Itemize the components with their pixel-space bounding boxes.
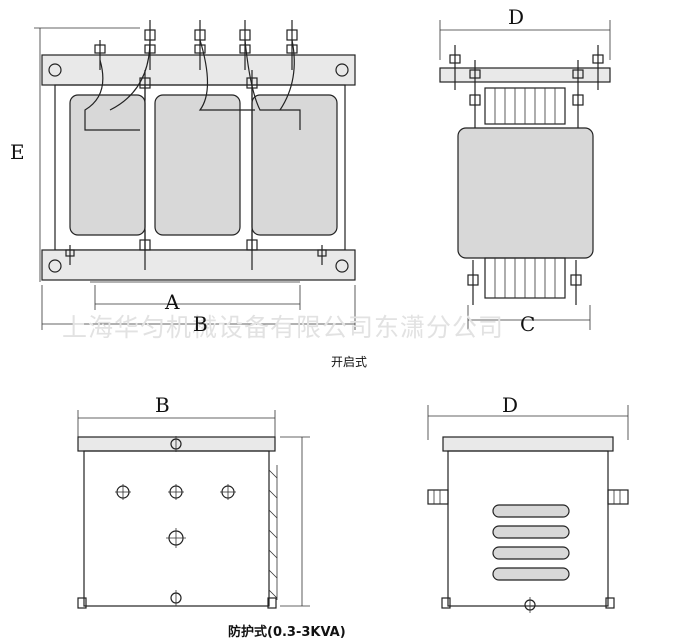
- terminal-bolt: [246, 70, 258, 100]
- terminal-bolt: [246, 230, 258, 270]
- terminal-bolt: [239, 20, 251, 70]
- open-type-front-view: [34, 20, 356, 330]
- coil-left: [69, 94, 146, 236]
- terminal-bolt: [570, 260, 582, 305]
- mount-hole: [335, 259, 349, 273]
- caption-open-type: 开启式: [331, 355, 368, 369]
- side-nut: [607, 489, 629, 505]
- protected-type-side-view: [427, 405, 629, 613]
- terminal-bolt: [65, 245, 75, 265]
- foot: [605, 597, 615, 609]
- dim-label-c: C: [520, 312, 536, 336]
- caption-protected-type: 防护式(0.3-3KVA): [228, 625, 346, 640]
- bottom-clamp-bar: [41, 249, 356, 281]
- terminal-bolt: [469, 60, 481, 130]
- terminal-bolt: [467, 260, 479, 305]
- terminal-bolt: [317, 245, 327, 265]
- wire: [279, 39, 295, 111]
- terminal-bolt: [449, 45, 461, 90]
- dim-label-d-top: D: [508, 5, 525, 29]
- wire: [84, 59, 140, 131]
- vent-louver: [492, 504, 570, 518]
- coil-body: [457, 127, 594, 259]
- dim-label-d-bottom: D: [502, 393, 519, 417]
- terminal-bolt: [194, 20, 206, 70]
- cabinet-body: [447, 450, 609, 607]
- cover-top: [442, 436, 614, 452]
- top-clamp-bar: [439, 67, 611, 83]
- terminal-bolt: [168, 484, 184, 500]
- vent-louver: [492, 567, 570, 581]
- protected-type-front-view: [77, 410, 310, 609]
- terminal-bolt: [139, 230, 151, 270]
- terminal-bolt: [524, 597, 536, 613]
- open-type-side-view: [439, 20, 611, 330]
- foot: [441, 597, 451, 609]
- mount-hole: [335, 63, 349, 77]
- terminal-bolt: [592, 45, 604, 90]
- mount-hole: [48, 259, 62, 273]
- terminal-bolt: [170, 590, 182, 606]
- dim-label-b-top: B: [193, 312, 208, 336]
- foot: [267, 597, 277, 609]
- side-nut: [427, 489, 449, 505]
- dim-label-b-bottom: B: [155, 393, 170, 417]
- mount-hole: [48, 63, 62, 77]
- watermark-text: 上海华匀机械设备有限公司东潇分公司: [62, 313, 505, 342]
- terminal-bolt: [170, 436, 182, 452]
- cabinet-body: [83, 450, 270, 607]
- coil-middle: [154, 94, 241, 236]
- foot: [77, 597, 87, 609]
- wire: [198, 39, 255, 111]
- terminal-bolt: [144, 20, 156, 70]
- coil-right: [251, 94, 338, 236]
- terminal-bolt: [166, 528, 186, 548]
- terminal-bolt: [115, 484, 131, 500]
- side-fins: [268, 469, 278, 599]
- vent-louver: [492, 525, 570, 539]
- dim-label-e: E: [10, 140, 25, 164]
- vent-louver: [492, 546, 570, 560]
- terminal-bolt: [286, 20, 298, 70]
- terminal-bolt: [139, 70, 151, 100]
- terminal-bolt: [94, 40, 106, 70]
- top-clamp-bar: [41, 54, 356, 86]
- dim-label-a: A: [165, 290, 180, 314]
- terminal-bolt: [572, 60, 584, 130]
- terminal-bolt: [220, 484, 236, 500]
